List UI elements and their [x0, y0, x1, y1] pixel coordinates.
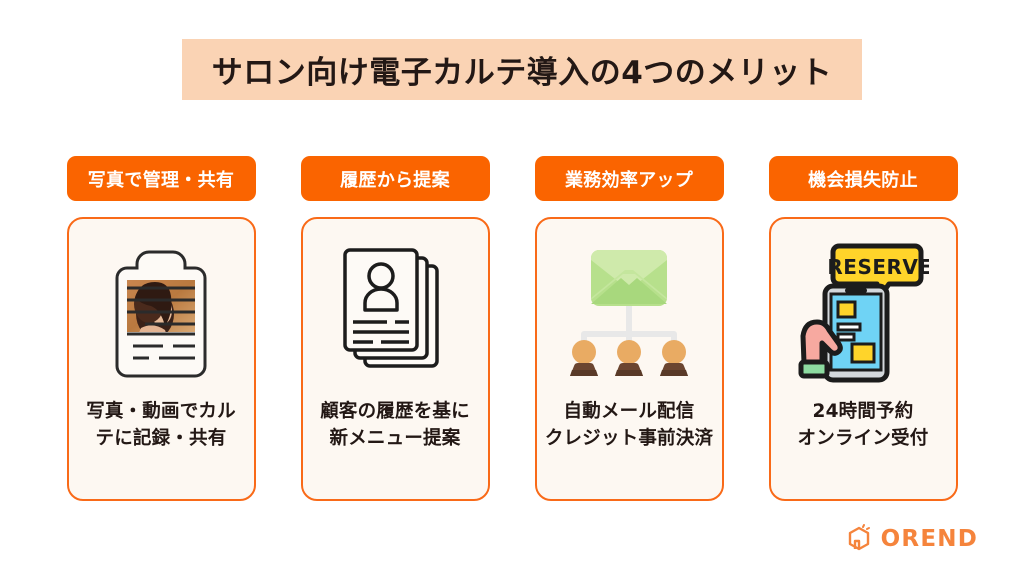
caption-line: オンライン受付 — [797, 427, 929, 449]
stacked-documents-person-icon — [343, 247, 439, 368]
logo-text: OREND — [880, 526, 978, 552]
tab-label: 業務効率アップ — [564, 169, 694, 191]
benefit-card-2: 顧客の履歴を基に 新メニュー提案 — [300, 217, 490, 501]
reserve-badge-label: RESERVE — [827, 255, 929, 279]
caption-line: 写真・動画でカル — [86, 401, 236, 422]
caption-line: テに記録・共有 — [95, 427, 227, 449]
caption-line: 24時間予約 — [812, 401, 914, 422]
benefit-card-1: 写真・動画でカル テに記録・共有 — [66, 217, 256, 501]
tab-label: 履歴から提案 — [340, 169, 450, 191]
caption-line: クレジット事前決済 — [544, 427, 714, 449]
orend-hexagon-mark-icon — [848, 524, 870, 551]
tab-label: 機会損失防止 — [808, 169, 918, 191]
tab-history-proposal[interactable]: 履歴から提案 — [300, 156, 490, 201]
caption-line: 自動メール配信 — [563, 401, 695, 422]
hand-phone-reserve-icon: RESERVE — [798, 243, 929, 383]
benefit-column-3: 業務効率アップ — [534, 156, 724, 501]
page-title: サロン向け電子カルテ導入の4つのメリット — [211, 55, 833, 91]
icon-area: RESERVE — [771, 229, 956, 399]
envelope-broadcast-icon — [570, 249, 688, 376]
tab-photo-management[interactable]: 写真で管理・共有 — [66, 156, 256, 201]
icon-area — [537, 229, 722, 399]
benefits-columns: 写真で管理・共有 — [0, 156, 1024, 501]
benefit-column-1: 写真で管理・共有 — [66, 156, 256, 501]
benefit-column-4: 機会損失防止 RESERVE — [768, 156, 958, 501]
icon-area — [69, 229, 254, 399]
card-caption-1: 写真・動画でカル テに記録・共有 — [78, 399, 244, 453]
title-banner: サロン向け電子カルテ導入の4つのメリット — [182, 39, 862, 100]
benefit-column-2: 履歴から提案 — [300, 156, 490, 501]
tab-efficiency[interactable]: 業務効率アップ — [534, 156, 724, 201]
benefit-card-3: 自動メール配信 クレジット事前決済 — [534, 217, 724, 501]
tab-prevent-loss[interactable]: 機会損失防止 — [768, 156, 958, 201]
clipboard-photo-icon — [115, 250, 207, 377]
benefit-card-4: RESERVE — [768, 217, 958, 501]
card-caption-2: 顧客の履歴を基に 新メニュー提案 — [312, 399, 478, 453]
card-caption-4: 24時間予約 オンライン受付 — [790, 399, 937, 453]
caption-line: 新メニュー提案 — [329, 427, 461, 449]
caption-line: 顧客の履歴を基に — [320, 401, 470, 422]
brand-logo: OREND — [844, 524, 978, 554]
icon-area — [303, 229, 488, 399]
tab-label: 写真で管理・共有 — [87, 169, 235, 191]
card-caption-3: 自動メール配信 クレジット事前決済 — [537, 399, 721, 453]
